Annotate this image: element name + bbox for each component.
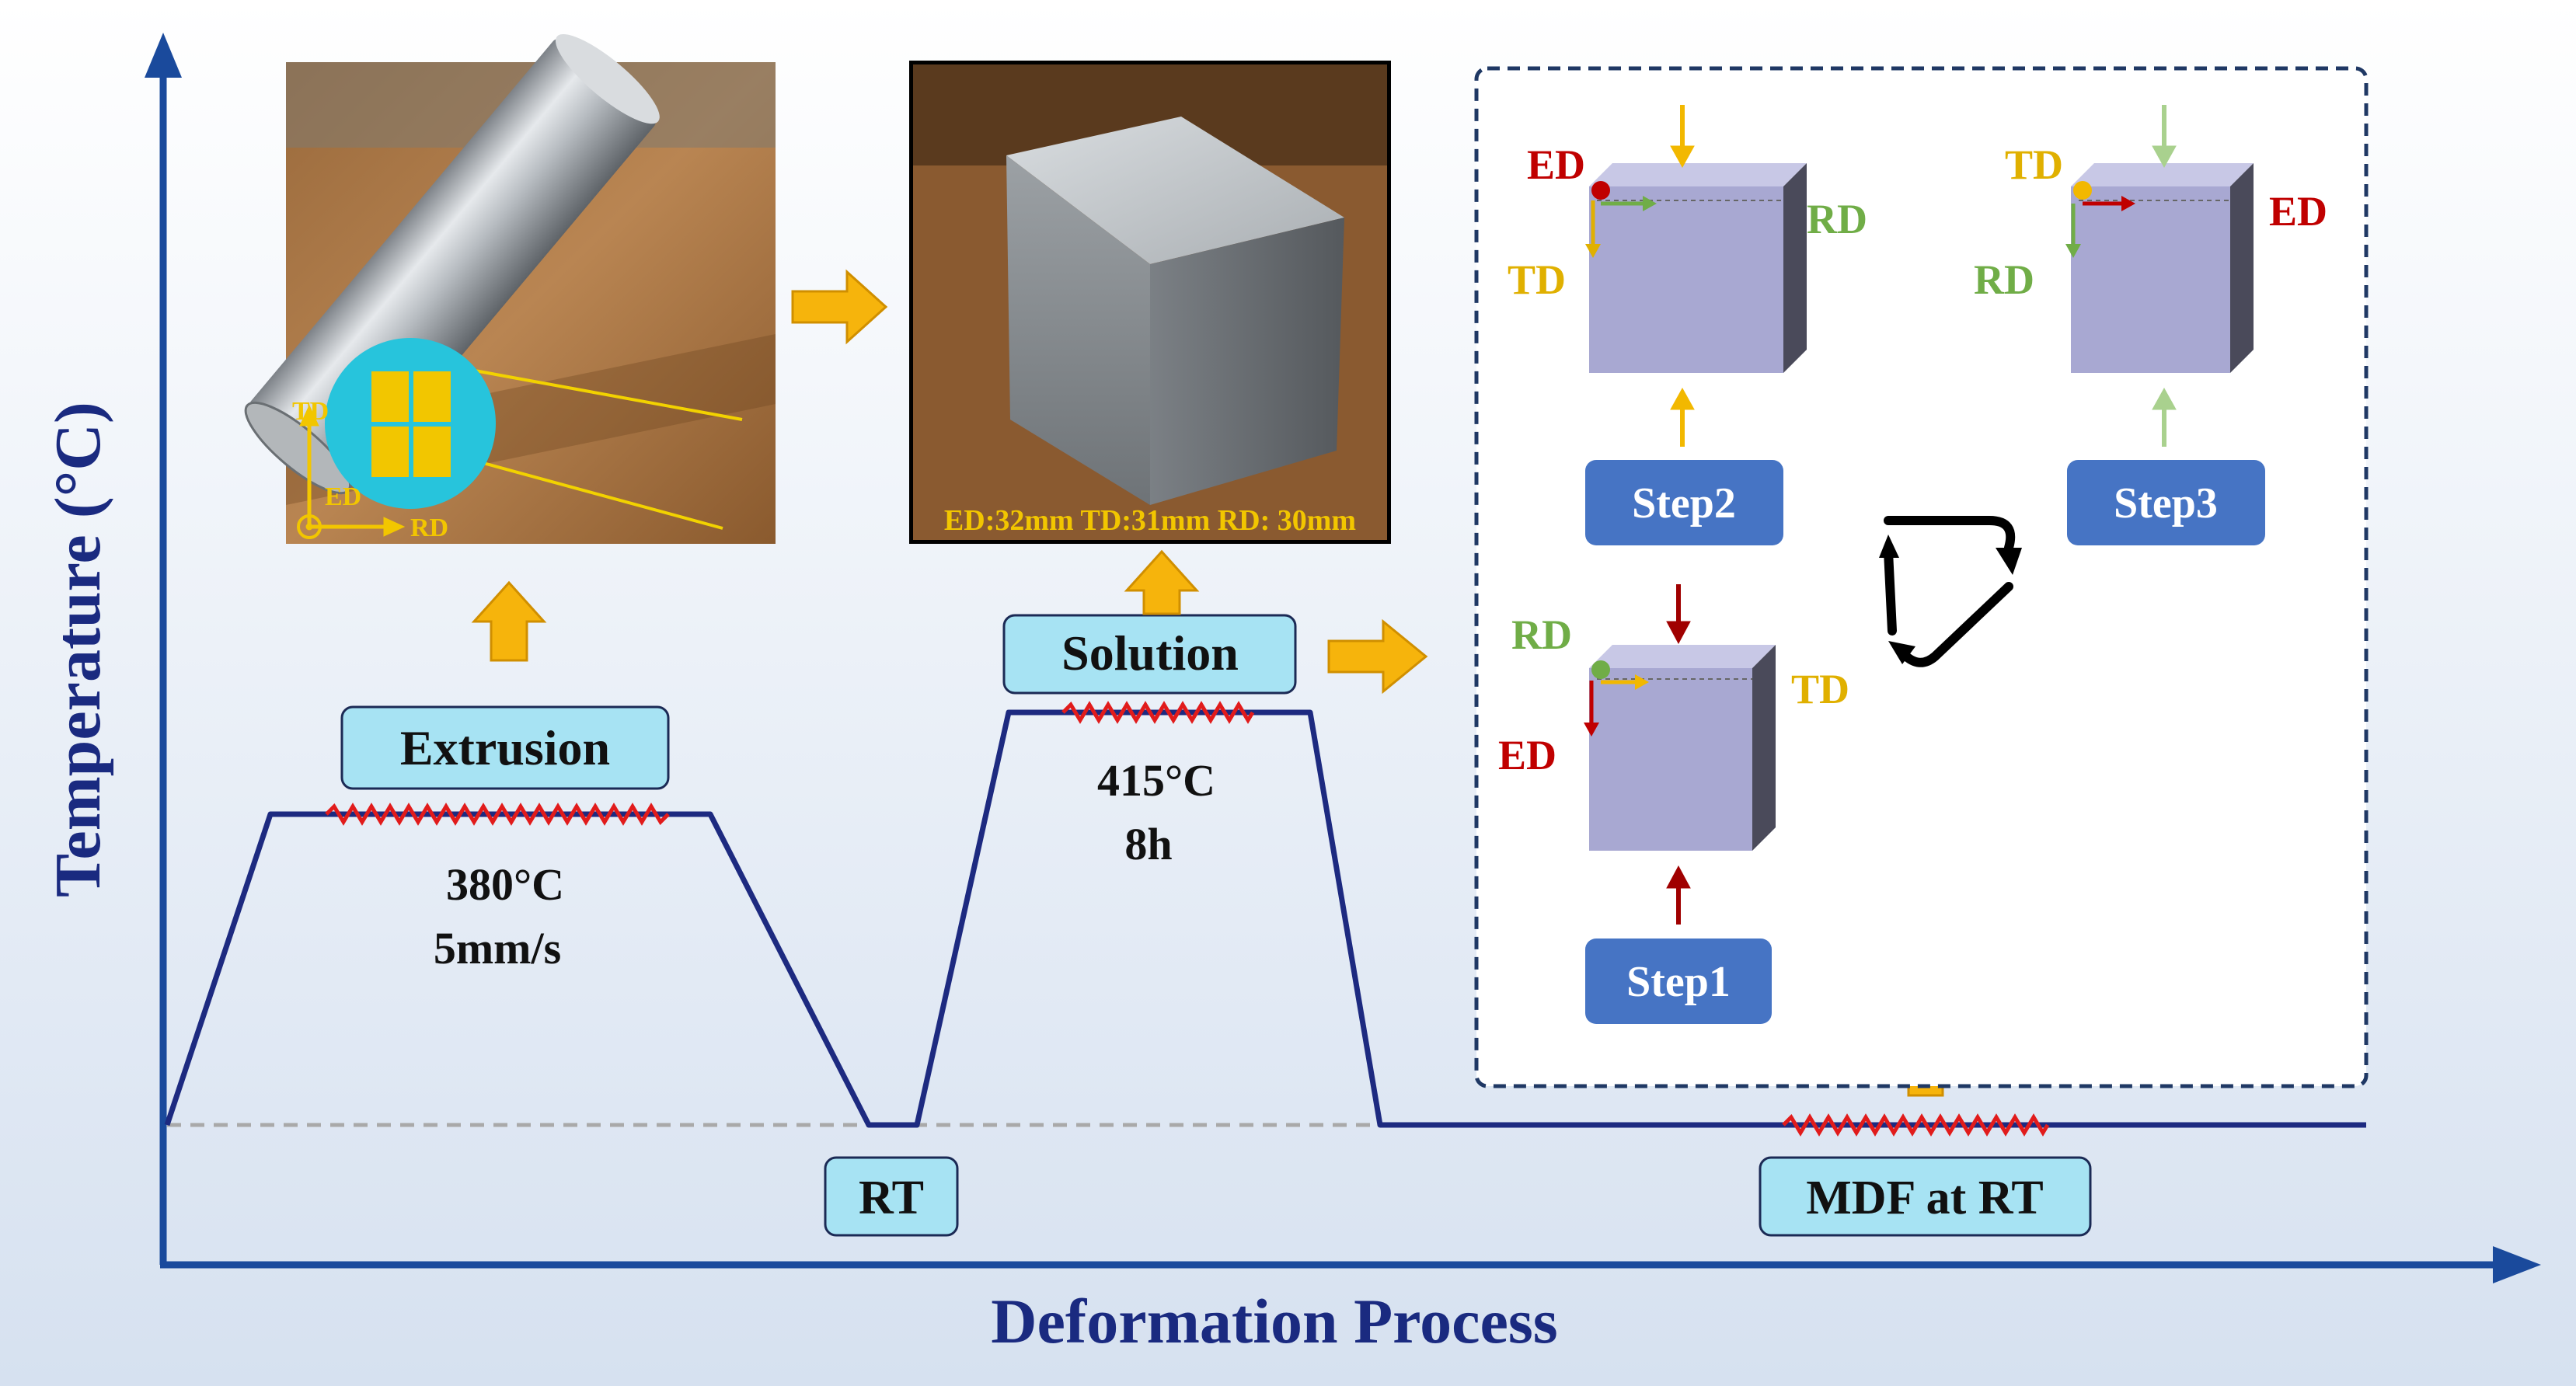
solution-label: Solution [1061, 625, 1239, 681]
step3-right-axis: ED [2269, 188, 2327, 235]
x-axis [160, 1246, 2541, 1283]
mdf-label-box: MDF at RT [1759, 1156, 2092, 1237]
up-arrow-extrusion-icon [471, 580, 547, 662]
step1-label: Step1 [1626, 958, 1731, 1006]
step3-top-axis: TD [2005, 141, 2063, 188]
step2-right-axis: RD [1807, 196, 1867, 242]
step3-down-axis: RD [1974, 256, 2034, 303]
step1-cube [1584, 645, 1776, 851]
extruded-rod-photo: TD ED RD [244, 33, 776, 544]
step1-load-bottom-icon [1666, 865, 1691, 925]
y-axis-label: Temperature (°C) [42, 402, 114, 897]
solution-label-box: Solution [1002, 614, 1297, 695]
extrusion-zigzag-marker [325, 803, 670, 826]
extrusion-label: Extrusion [400, 720, 610, 775]
right-arrow-solution-to-mdf-icon [1327, 618, 1428, 695]
step1-button: Step1 [1585, 939, 1772, 1024]
room-temperature-label-box: RT [824, 1156, 959, 1237]
cycle-arrows-icon [1879, 516, 2022, 667]
step2-top-axis: ED [1527, 141, 1585, 188]
rod-axis-td: TD [292, 397, 329, 426]
solution-temperature: 415°C [1097, 755, 1215, 806]
step2-down-axis: TD [1508, 256, 1566, 303]
step3-load-top-icon [2152, 105, 2177, 169]
step3-label: Step3 [2114, 479, 2218, 528]
right-arrow-rod-to-cube-icon [791, 269, 888, 345]
mdf-label: MDF at RT [1806, 1172, 2043, 1224]
step2-load-bottom-icon [1670, 387, 1695, 447]
step1-load-top-icon [1666, 584, 1691, 645]
cube-dimensions-caption: ED:32mm TD:31mm RD: 30mm [944, 504, 1356, 537]
step2-cube [1585, 163, 1807, 373]
mdf-steps-panel: ED RD TD Step2 TD ED RD [1474, 66, 2369, 1088]
x-axis-label: Deformation Process [991, 1286, 1557, 1356]
rod-axes-icon [297, 404, 406, 539]
step3-cube [2065, 163, 2254, 373]
solution-zigzag-marker [1061, 701, 1255, 724]
y-axis [145, 33, 182, 1265]
up-arrow-solution-icon [1124, 549, 1200, 615]
rod-cross-section-icon [325, 338, 496, 509]
step2-label: Step2 [1632, 479, 1736, 528]
step2-load-top-icon [1670, 105, 1695, 169]
room-temperature-label: RT [859, 1172, 924, 1224]
mdf-zigzag-marker [1782, 1113, 2050, 1137]
step3-button: Step3 [2067, 460, 2265, 545]
extrusion-rate: 5mm/s [434, 923, 561, 973]
extrusion-label-box: Extrusion [340, 705, 670, 790]
cube-sample-photo: ED:32mm TD:31mm RD: 30mm [909, 61, 1391, 544]
step1-down-axis: ED [1498, 732, 1556, 778]
rod-axis-rd: RD [410, 514, 448, 542]
step1-right-axis: TD [1791, 666, 1849, 712]
extrusion-temperature: 380°C [446, 859, 564, 910]
rod-cross-section-pointer [465, 367, 743, 421]
temperature-profile-curve [164, 709, 2366, 1128]
rod-axis-ed: ED [325, 482, 361, 511]
step3-load-bottom-icon [2152, 387, 2177, 447]
solution-time: 8h [1124, 819, 1172, 869]
step2-button: Step2 [1585, 460, 1783, 545]
step1-top-axis: RD [1511, 611, 1572, 658]
